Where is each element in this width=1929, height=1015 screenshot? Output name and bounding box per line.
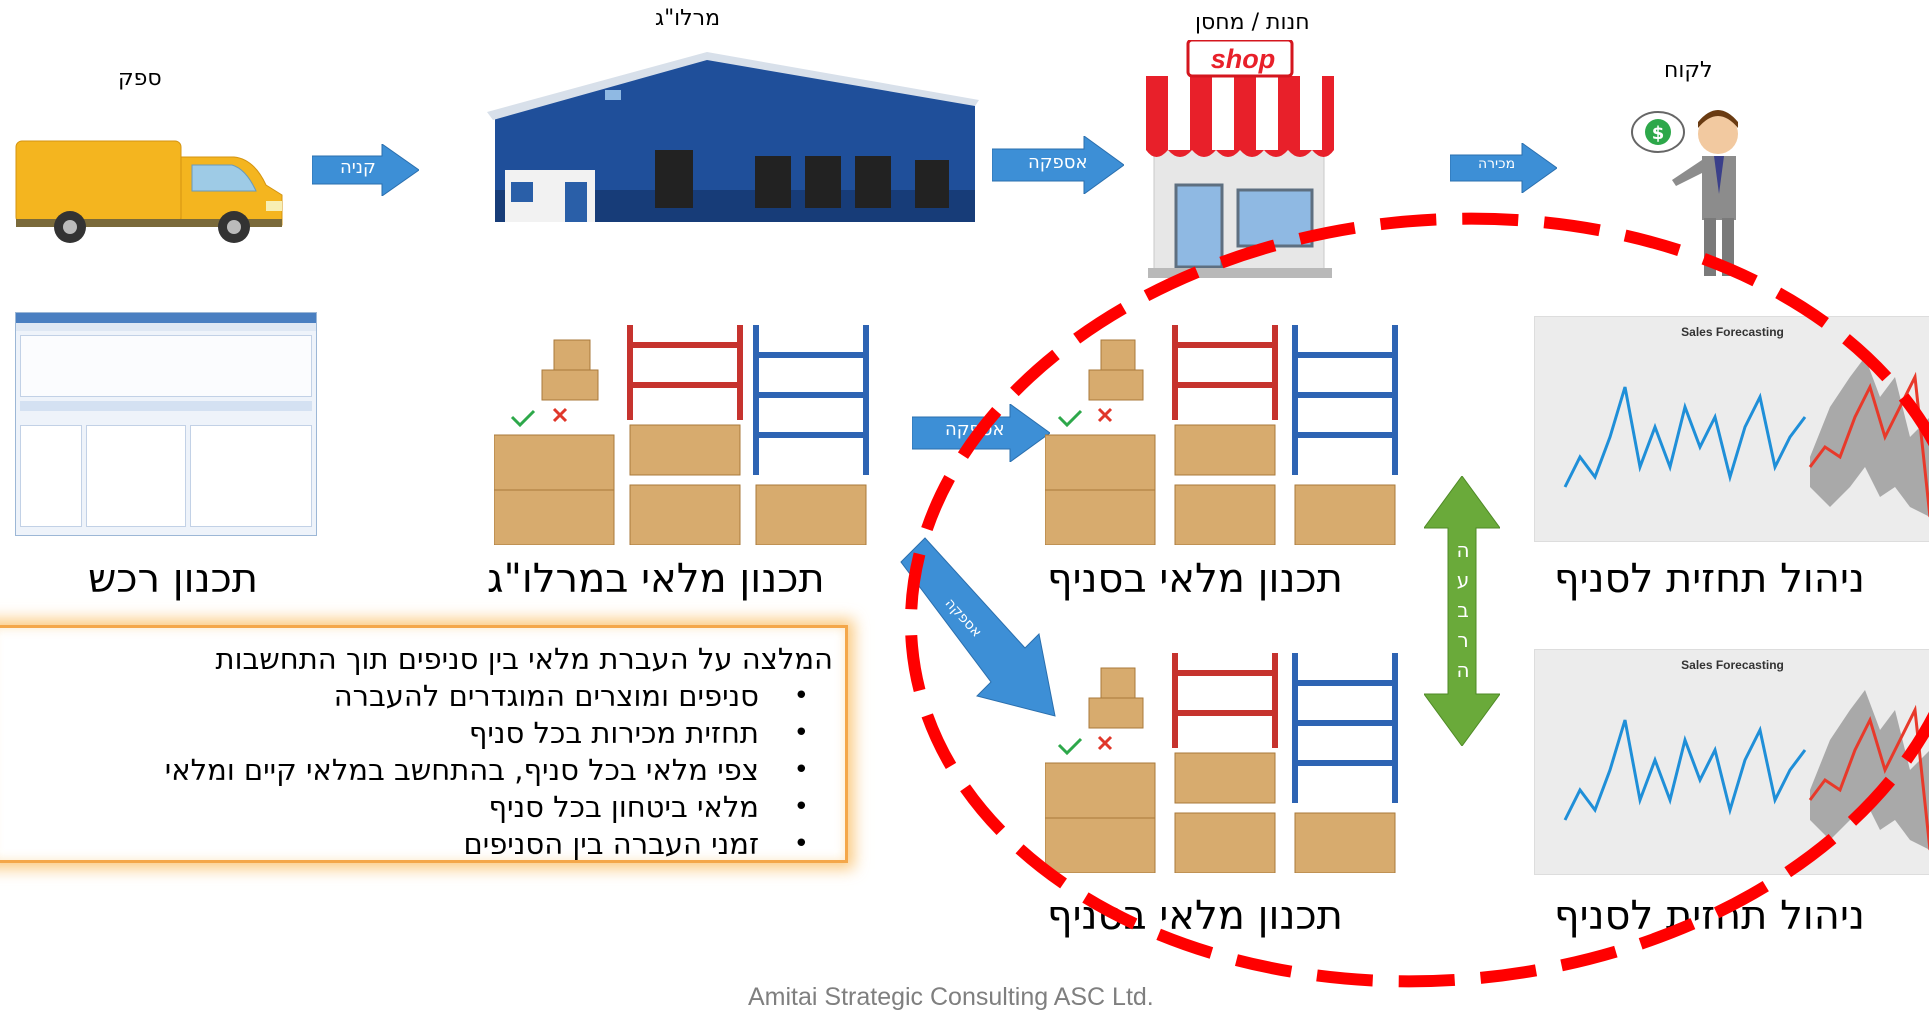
dc-inventory-planning-caption: תכנון מלאי במרלו"ג <box>487 556 825 602</box>
recommendation-box: המלצה על העברת מלאי בין סניפים תוך התחשב… <box>0 625 848 863</box>
recommendation-list: סניפים ומוצרים המוגדרים להעברה תחזית מכי… <box>165 678 839 863</box>
branch2-forecast-caption: ניהול תחזית לסניף <box>1554 893 1865 939</box>
transfer-arrow-label: ה ע ב ר ה <box>1456 538 1470 682</box>
sale-arrow <box>1450 143 1557 193</box>
customer-label: לקוח <box>1664 58 1713 83</box>
buy-arrow <box>312 144 419 196</box>
branch1-inventory-image <box>1045 325 1398 545</box>
warehouse-building-image <box>487 52 979 222</box>
sale-arrow-label: מכירה <box>1478 156 1516 172</box>
buy-arrow-label: קניה <box>340 157 376 178</box>
recommendation-title: המלצה על העברת מלאי בין סניפים תוך התחשב… <box>215 642 833 676</box>
forecast-chart-2: Sales Forecasting <box>1534 649 1929 875</box>
supplier-label: ספק <box>118 66 162 91</box>
branch2-inventory-image <box>1045 653 1398 873</box>
recommendation-item: זמני העברה בין הסניפים <box>165 826 839 863</box>
erp-screenshot-image <box>15 312 317 536</box>
procurement-planning-caption: תכנון רכש <box>88 556 259 602</box>
dc-label: מרלו"ג <box>655 6 721 31</box>
branch2-inventory-planning-caption: תכנון מלאי בסניף <box>1047 893 1343 939</box>
recommendation-item: סניפים ומוצרים המוגדרים להעברה <box>165 678 839 715</box>
recommendation-item: תחזית מכירות בכל סניף <box>165 715 839 752</box>
dc-inventory-image <box>494 325 869 545</box>
branch1-inventory-planning-caption: תכנון מלאי בסניף <box>1047 556 1343 602</box>
delivery-truck-image <box>15 140 283 243</box>
store-label: חנות / מחסן <box>1195 10 1310 35</box>
recommendation-item: מלאי ביטחון בכל סניף <box>165 789 839 826</box>
recommendation-item: צפי מלאי בכל סניף, בהתחשב במלאי קיים ומל… <box>165 752 839 789</box>
forecast-chart-1: Sales Forecasting <box>1534 316 1929 542</box>
shop-sign-text: shop <box>1210 44 1276 74</box>
footer-credit: Amitai Strategic Consulting ASC Ltd. <box>748 983 1154 1011</box>
supply-arrow-top <box>992 136 1124 194</box>
shop-building-image <box>1146 40 1334 278</box>
customer-figure-image: $ <box>1631 110 1738 276</box>
svg-text:$: $ <box>1652 123 1665 144</box>
supply-arrow-top-label: אספקה <box>1028 152 1088 173</box>
branch1-forecast-caption: ניהול תחזית לסניף <box>1554 556 1865 602</box>
supply-arrow-mid-label: אספקה <box>945 419 1005 440</box>
